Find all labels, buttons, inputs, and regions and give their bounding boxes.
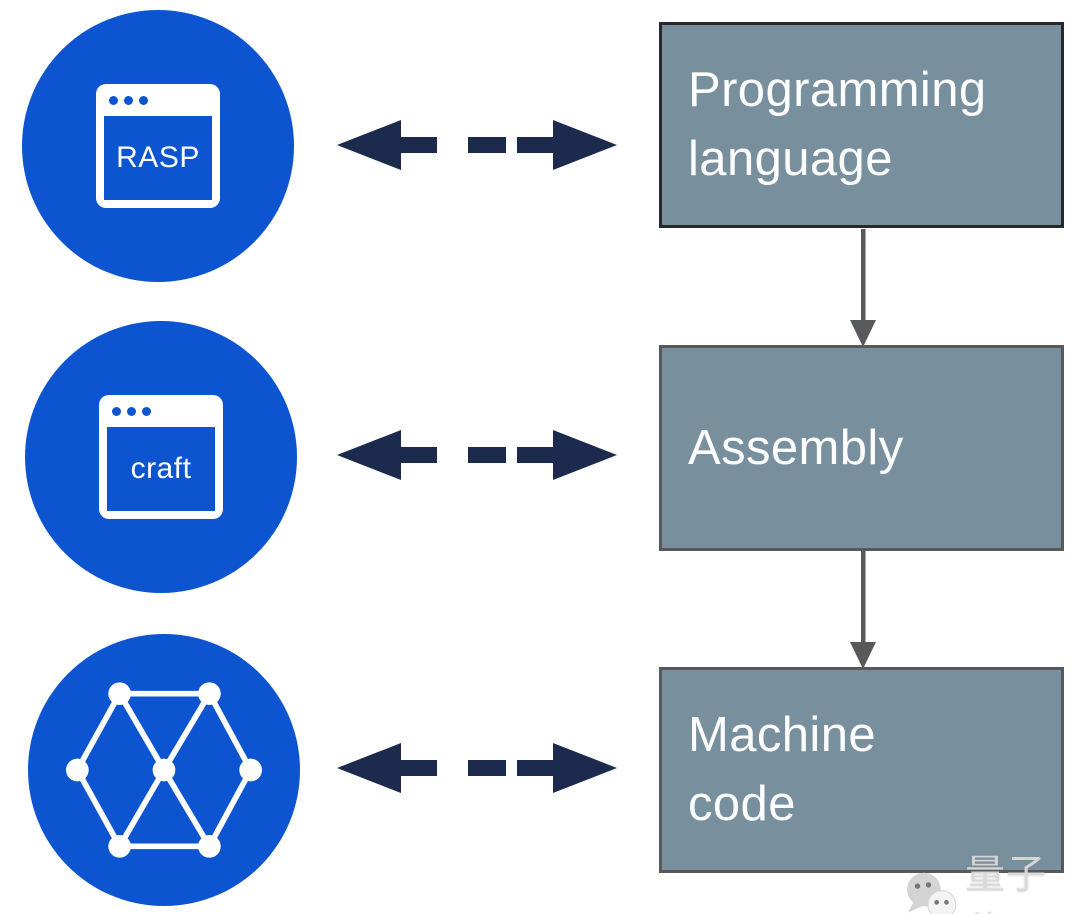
assembly-label: Assembly [688, 420, 904, 475]
window-dot-icon [109, 95, 118, 105]
dashed-double-arrow [337, 743, 617, 793]
window-titlebar [96, 84, 220, 116]
programming-language-label: Programming language [688, 63, 987, 186]
down-arrow [850, 229, 876, 347]
browser-window-icon: craft [99, 395, 223, 519]
craft-circle: craft [25, 321, 297, 593]
rasp-circle: RASP [22, 10, 294, 282]
machine-code-box: Machine code [659, 667, 1064, 873]
window-dot-icon [127, 406, 136, 416]
watermark: 量子位 [903, 842, 1080, 914]
window-dot-icon [139, 95, 148, 105]
dashed-double-arrow [337, 430, 617, 480]
window-dot-icon [142, 406, 151, 416]
machine-code-label: Machine code [688, 708, 877, 831]
down-arrow [850, 551, 876, 669]
rasp-label: RASP [104, 116, 212, 200]
window-dot-icon [124, 95, 133, 105]
browser-window-icon: RASP [96, 84, 220, 208]
graph-circle [28, 634, 300, 906]
watermark-text: 量子位 [964, 853, 1047, 914]
programming-language-box: Programming language [659, 22, 1064, 228]
craft-label: craft [107, 427, 215, 511]
window-dot-icon [112, 406, 121, 416]
wechat-icon [907, 872, 957, 914]
dashed-double-arrow [337, 120, 617, 170]
window-titlebar [99, 395, 223, 427]
assembly-box: Assembly [659, 345, 1064, 551]
network-graph-icon [66, 682, 262, 858]
